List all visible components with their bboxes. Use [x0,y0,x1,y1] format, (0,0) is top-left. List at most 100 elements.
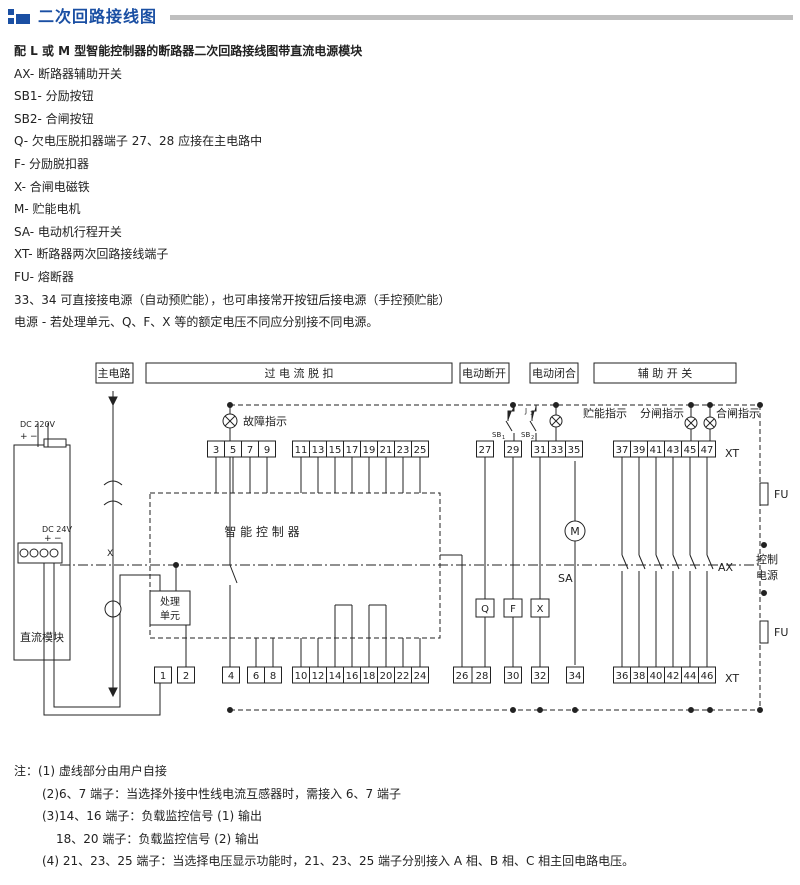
coil-q: Q [475,598,495,618]
ax-label: AX [718,561,734,574]
fault-contact [229,564,238,584]
terminal-4: 4 [228,671,234,682]
sb-buttons: SB 1 SB 2 J 1 [492,405,537,441]
aux-contact [672,554,680,570]
legend-line: SB2- 合闸按钮 [14,111,94,126]
sb1-label: SB [492,431,501,439]
footnotes: 注：(1) 虚线部分由用户自接 (2)6、7 端子：当选择外接中性线电流互感器时… [14,760,634,873]
terminal-38: 38 [633,671,646,682]
legend-line: XT- 断路器两次回路接线端子 [14,247,169,262]
header-logo-icon [8,9,30,24]
section-aux-switch: 辅 助 开 关 [638,366,693,380]
sa-label: SA [558,572,573,585]
aux-contact [655,554,663,570]
header-rule [170,15,793,20]
dc-module-label: 直流模块 [20,630,64,644]
terminal-47: 47 [701,445,714,456]
terminal-43: 43 [667,445,680,456]
dc220-label: DC 220V [20,420,56,429]
terminal-45: 45 [684,445,697,456]
legend-line: M- 贮能电机 [14,202,81,217]
terminal-6: 6 [253,671,259,682]
terminal-40: 40 [650,671,663,682]
dc-module: DC 220V + − DC 24V + − 直流模块 [13,420,161,716]
coil-x: X [530,598,550,618]
dc-minus-out: − [54,534,62,544]
open-indicator-label: 分闸指示 [640,406,684,420]
section-headers: 主电路 过 电 流 脱 扣 电动断开 电动闭合 辅 助 开 关 [95,362,737,384]
terminal-11: 11 [295,445,308,456]
aux-contact [638,554,646,570]
sb2-label: SB [521,431,530,439]
terminal-16: 16 [346,671,359,682]
coil-f: F [503,598,523,618]
terminal-33: 33 [551,445,564,456]
intro-heading: 配 L 或 M 型智能控制器的断路器二次回路接线图带直流电源模块 [14,44,363,58]
legend-line: X- 合闸电磁铁 [14,179,90,194]
control-power-label-1: 控制 [756,552,778,566]
terminal-26: 26 [456,671,469,682]
section-electric-open: 电动断开 [462,366,506,380]
terminal-3: 3 [213,445,219,456]
legend-line: 电源 - 若处理单元、Q、F、X 等的额定电压不同应分别接不同电源。 [14,315,379,330]
terminal-35: 35 [568,445,581,456]
page-title: 二次回路接线图 [38,7,158,26]
terminal-42: 42 [667,671,680,682]
xt-top-label: XT [725,447,739,460]
close-indicator-label: 合闸指示 [716,406,760,420]
legend-line: FU- 熔断器 [14,269,74,284]
terminal-15: 15 [329,445,342,456]
open-indicator: 分闸指示 [640,405,698,441]
processing-unit-label-2: 单元 [160,610,180,622]
terminal-10: 10 [295,671,308,682]
terminal-44: 44 [684,671,697,682]
terminal-block [222,666,240,684]
xt-bottom-label: XT [725,672,739,685]
terminal-25: 25 [414,445,427,456]
control-power-label-2: 电源 [756,568,778,582]
close-indicator: 合闸指示 [703,405,760,441]
dc-plus-out: + [44,534,52,544]
terminal-34: 34 [569,671,582,682]
terminal-8: 8 [270,671,276,682]
terminal-39: 39 [633,445,646,456]
terminal-31: 31 [534,445,547,456]
fault-indicator: 故障指示 [222,405,287,441]
sb2-sub: 2 [531,435,534,441]
terminal-13: 13 [312,445,325,456]
terminal-22: 22 [397,671,410,682]
main-circuit-line: X [103,391,123,698]
terminal-9: 9 [264,445,270,456]
intro-legend: 配 L 或 M 型智能控制器的断路器二次回路接线图带直流电源模块 AX- 断路器… [14,40,450,334]
section-header: 二次回路接线图 [8,6,793,28]
terminal-17: 17 [346,445,359,456]
section-main-circuit: 主电路 [98,367,131,380]
terminal-27: 27 [479,445,492,456]
fuse-upper: FU [759,482,788,506]
terminal-46: 46 [701,671,714,682]
aux-contact [621,554,629,570]
terminal-37: 37 [616,445,629,456]
terminal-36: 36 [616,671,629,682]
j1-sub: 1 [530,411,533,417]
note-line: (2)6、7 端子：当选择外接中性线电流互感器时，需接入 6、7 端子 [42,786,401,801]
terminal-24: 24 [414,671,427,682]
terminal-14: 14 [329,671,342,682]
controller-label: 智 能 控 制 器 [224,524,299,539]
terminal-19: 19 [363,445,376,456]
sb1-sub: 1 [502,435,505,441]
section-overcurrent-trip: 过 电 流 脱 扣 [265,366,334,380]
note-line: 注：(1) 虚线部分由用户自接 [14,764,167,778]
note-line: (4) 21、23、25 端子：当选择电压显示功能时，21、23、25 端子分别… [42,854,635,868]
j1-label: J [524,407,527,415]
terminal-block [177,666,195,684]
fault-indicator-label: 故障指示 [243,414,287,428]
terminal-block [566,666,584,684]
terminal-28: 28 [476,671,489,682]
coil-q-label: Q [481,604,489,615]
terminal-20: 20 [380,671,393,682]
motor-label: M [570,525,580,538]
wiring-diagram: 主电路 过 电 流 脱 扣 电动断开 电动闭合 辅 助 开 关 DC 220V … [13,362,788,716]
